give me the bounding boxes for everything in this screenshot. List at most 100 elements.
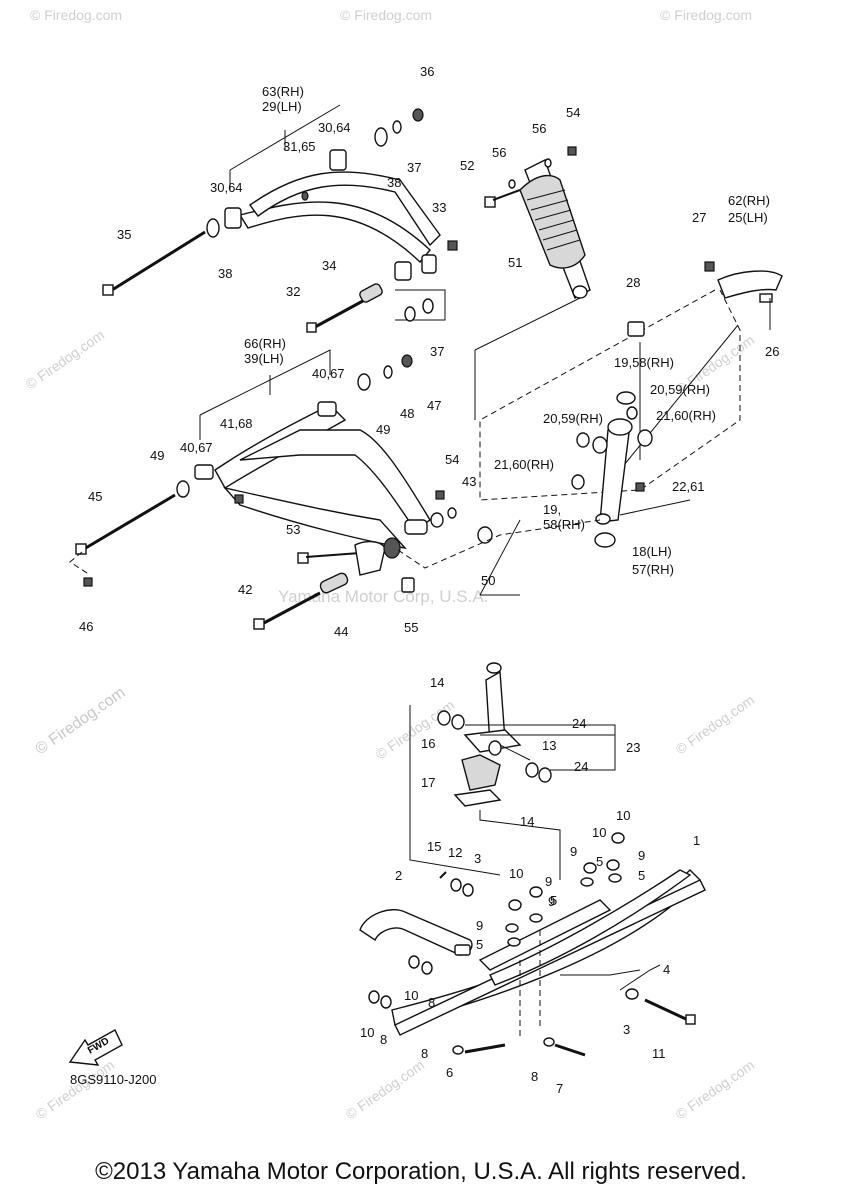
callout-21-60-b: 21,60(RH) [494,457,554,472]
callout-5-a: 5 [596,854,603,869]
callout-44: 44 [334,624,348,639]
callout-55: 55 [404,620,418,635]
callout-1: 1 [693,833,700,848]
site-watermark-2: © Firedog.com [340,7,432,23]
callout-37-b: 37 [430,344,444,359]
fwd-arrow-icon: FWD [68,1029,123,1066]
callout-9-a: 9 [545,874,552,889]
site-watermark-11: © Firedog.com [673,1057,758,1123]
callout-31-65: 31,65 [283,139,316,154]
callout-9-c: 9 [638,848,645,863]
callout-42: 42 [238,582,252,597]
callout-49-b: 49 [150,448,164,463]
callout-5-b: 5 [638,868,645,883]
callout-9-d: 9 [476,918,483,933]
callout-48: 48 [400,406,414,421]
site-watermark-1: © Firedog.com [30,7,122,23]
callout-56-b: 56 [532,121,546,136]
yamaha-watermark: Yamaha Motor Corp, U.S.A. [278,587,488,606]
callout-49-a: 49 [376,422,390,437]
callout-37-a: 37 [407,160,421,175]
site-watermark-3: © Firedog.com [660,7,752,23]
callout-20-59-a: 20,59(RH) [650,382,710,397]
ski-assembly [359,832,706,1057]
callout-23: 23 [626,740,640,755]
callout-9-e: 9 [548,894,555,909]
callout-52: 52 [460,158,474,173]
callout-36: 36 [420,64,434,79]
callout-63: 63(RH) [262,84,304,99]
callout-40-67-b: 40,67 [180,440,213,455]
callout-6: 6 [446,1065,453,1080]
callout-9-b: 9 [570,844,577,859]
rear-arm-assembly [102,104,458,333]
callout-20-59-b: 20,59(RH) [543,411,603,426]
callout-62: 62(RH) [728,193,770,208]
callout-46: 46 [79,619,93,634]
site-watermark-4: © Firedog.com [23,327,108,393]
callout-30-64-a: 30,64 [318,120,351,135]
callout-3-b: 3 [623,1022,630,1037]
callout-10-a: 10 [509,866,523,881]
callout-8-c: 8 [421,1046,428,1061]
callout-34: 34 [322,258,336,273]
callout-29: 29(LH) [262,99,302,114]
callout-45: 45 [88,489,102,504]
callout-58-b: 58(RH) [543,517,585,532]
callout-35: 35 [117,227,131,242]
site-watermark-7: © Firedog.com [673,692,758,758]
callout-51: 51 [508,255,522,270]
callout-5-d: 5 [550,893,557,908]
callout-54-b: 54 [445,452,459,467]
callout-4: 4 [663,962,670,977]
spindle-assembly [409,662,616,880]
callout-5-c: 5 [476,937,483,952]
callout-10-b: 10 [592,825,606,840]
callout-8-b: 8 [380,1032,387,1047]
callout-10-c: 10 [616,808,630,823]
callout-47: 47 [427,398,441,413]
callout-25: 25(LH) [728,210,768,225]
site-watermark-9: © Firedog.com [33,1057,118,1123]
callout-54-a: 54 [566,105,580,120]
site-watermark-5: © Firedog.com [33,684,129,758]
callout-53: 53 [286,522,300,537]
callout-3-a: 3 [474,851,481,866]
callout-32: 32 [286,284,300,299]
copyright-notice: ©2013 Yamaha Motor Corporation, U.S.A. A… [95,1158,747,1185]
callout-50: 50 [481,573,495,588]
front-arm-assembly [69,349,601,630]
callout-28: 28 [626,275,640,290]
callout-14-a: 14 [430,675,444,690]
callout-38-a: 38 [218,266,232,281]
callout-26: 26 [765,344,779,359]
shock-absorber [474,146,591,420]
callout-33: 33 [432,200,446,215]
callout-56-a: 56 [492,145,506,160]
callout-21-60-a: 21,60(RH) [656,408,716,423]
callout-27: 27 [692,210,706,225]
diagram-code: 8GS9110-J200 [70,1072,157,1087]
callout-57: 57(RH) [632,562,674,577]
callout-22-61: 22,61 [672,479,705,494]
callout-24-a: 24 [572,716,586,731]
callout-8-a: 8 [428,995,435,1010]
callout-16: 16 [421,736,435,751]
pivot-assembly [571,321,691,548]
callout-2: 2 [395,868,402,883]
callout-12: 12 [448,845,462,860]
callout-38-b: 38 [387,175,401,190]
callout-10-e: 10 [360,1025,374,1040]
callout-24-b: 24 [574,759,588,774]
callout-19-b: 19, [543,502,561,517]
callout-labels: 36 63(RH) 29(LH) 30,64 31,65 30,64 35 38… [70,64,779,1096]
callout-39: 39(LH) [244,351,284,366]
callout-18: 18(LH) [632,544,672,559]
callout-41-68: 41,68 [220,416,253,431]
callout-13: 13 [542,738,556,753]
callout-11: 11 [652,1046,666,1061]
callout-66: 66(RH) [244,336,286,351]
site-watermark-6: © Firedog.com [373,697,458,763]
callout-10-d: 10 [404,988,418,1003]
callout-40-67-a: 40,67 [312,366,345,381]
